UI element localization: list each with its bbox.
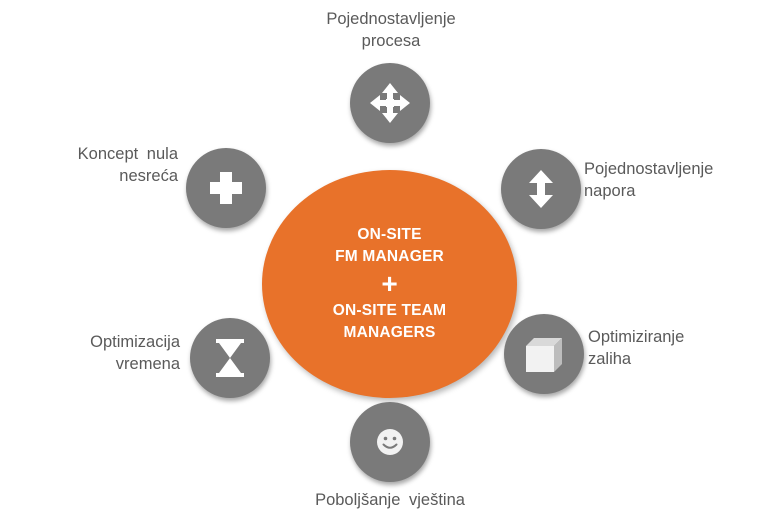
smiley-face-icon	[377, 429, 403, 455]
center-title-line-4: MANAGERS	[343, 324, 436, 341]
label-line: Pojednostavljenje	[584, 160, 714, 178]
node-zero-accident-concept	[186, 148, 266, 228]
label-process-simplification: Pojednostavljenje procesa	[280, 8, 502, 52]
plus-icon	[210, 172, 242, 204]
center-title-line-2: FM MANAGER	[335, 248, 444, 265]
node-time-optimization	[190, 318, 270, 398]
center-title-line-3: ON-SITE TEAM	[332, 302, 447, 319]
label-line: Pojednostavljenje	[326, 10, 456, 28]
center-plus-sign: +	[381, 268, 398, 299]
label-line: napora	[584, 182, 636, 200]
node-skills-improvement	[350, 402, 430, 482]
node-effort-simplification	[501, 149, 581, 229]
label-zero-accident-concept: Koncept nula nesreća	[10, 143, 178, 187]
label-line: Optimizacija	[90, 333, 180, 351]
center-title-line-1: ON-SITE	[357, 226, 422, 243]
label-line: Koncept nula	[77, 145, 178, 163]
box-icon	[526, 338, 562, 372]
node-inventory-optimization	[504, 314, 584, 394]
label-line: nesreća	[119, 167, 178, 185]
label-effort-simplification: Pojednostavljenje napora	[584, 158, 764, 202]
label-time-optimization: Optimizacija vremena	[20, 331, 180, 375]
label-line: Poboljšanje vještina	[315, 491, 465, 509]
node-process-simplification	[350, 63, 430, 143]
move-arrows-icon	[370, 83, 410, 123]
label-skills-improvement: Poboljšanje vještina	[270, 489, 510, 511]
label-inventory-optimization: Optimiziranje zaliha	[588, 326, 758, 370]
label-line: Optimiziranje	[588, 328, 685, 346]
label-line: zaliha	[588, 350, 632, 368]
up-down-arrow-icon	[529, 170, 553, 208]
label-line: vremena	[115, 355, 180, 373]
center-circle: ON-SITE FM MANAGER + ON-SITE TEAM MANAGE…	[262, 170, 517, 398]
hourglass-icon	[216, 339, 244, 377]
label-line: procesa	[361, 32, 421, 50]
